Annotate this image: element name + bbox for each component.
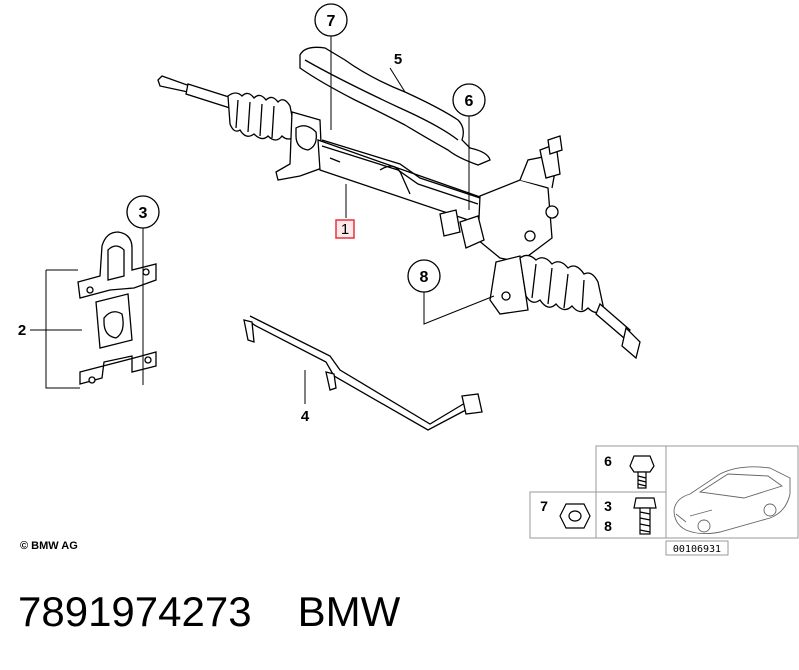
nut-icon — [559, 503, 591, 529]
part-number-footer: 7891974273 BMW — [18, 588, 400, 636]
label-part-5: 5 — [394, 51, 402, 68]
steering-rack-part — [157, 75, 641, 360]
callout-8-label: 8 — [420, 269, 429, 286]
part-number: 7891974273 — [18, 588, 252, 635]
callout-6-label: 6 — [465, 93, 474, 110]
callout-1-label: 1 — [341, 221, 349, 238]
callout-1-highlight: 1 — [335, 219, 355, 239]
pressure-line-part — [243, 315, 483, 431]
legend-label-7: 7 — [540, 498, 548, 514]
legend-label-8: 8 — [604, 518, 612, 534]
callout-7: 7 — [314, 3, 348, 37]
label-part-2: 2 — [18, 322, 26, 339]
screw-icon — [633, 497, 657, 535]
callout-3: 3 — [126, 195, 160, 229]
reference-number: 00106931 — [673, 544, 721, 555]
clamp-parts — [77, 231, 157, 385]
callout-8: 8 — [407, 259, 441, 293]
callout-6: 6 — [452, 83, 486, 117]
label-part-4: 4 — [301, 408, 310, 425]
copyright-notice: © BMW AG — [20, 540, 78, 552]
legend-label-6: 6 — [604, 453, 612, 469]
car-outline-icon — [673, 466, 791, 535]
heat-shield-part — [299, 46, 491, 166]
bolt-icon — [629, 455, 655, 489]
callout-3-label: 3 — [139, 205, 148, 222]
brand-name: BMW — [297, 588, 401, 635]
callout-7-label: 7 — [327, 13, 336, 30]
leader-lines — [30, 36, 495, 404]
legend-label-3: 3 — [604, 498, 612, 514]
hardware-legend: 6 7 3 8 00106931 — [529, 445, 799, 556]
